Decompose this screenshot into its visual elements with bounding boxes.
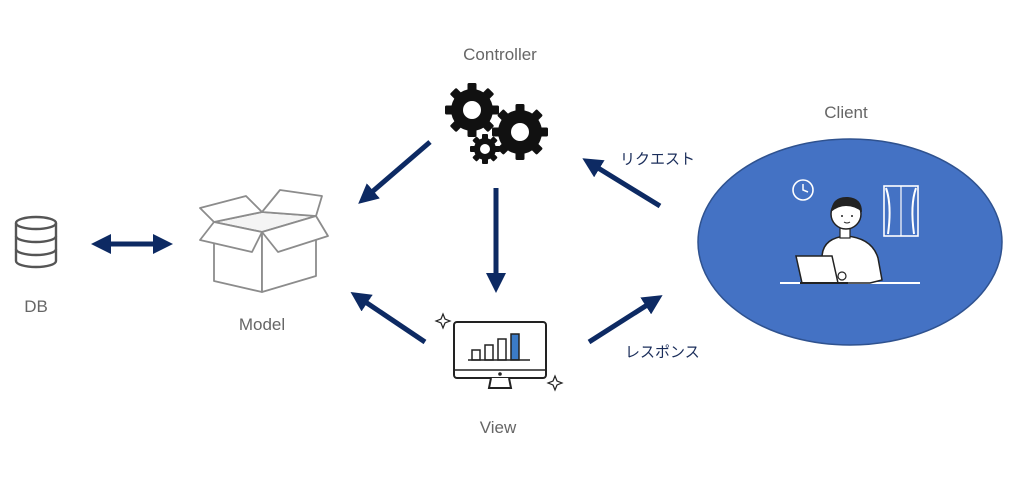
client-label: Client [824,103,868,122]
view-label: View [480,418,517,437]
controller-label: Controller [463,45,537,64]
request-arrow [582,158,662,209]
view-to-model-arrow [350,291,427,345]
request-label: リクエスト [620,150,695,168]
response-arrow [587,295,663,345]
model-label: Model [239,315,285,334]
db-icon [14,215,58,269]
monitor-chart-icon [453,321,547,389]
response-label: レスポンス [625,343,700,361]
controller-to-model-arrow [358,140,432,204]
sparkle-icon [434,312,564,392]
person-laptop-icon [780,179,920,284]
box-icon [199,189,329,293]
gears-icon [445,83,548,164]
db-label: DB [24,297,48,316]
